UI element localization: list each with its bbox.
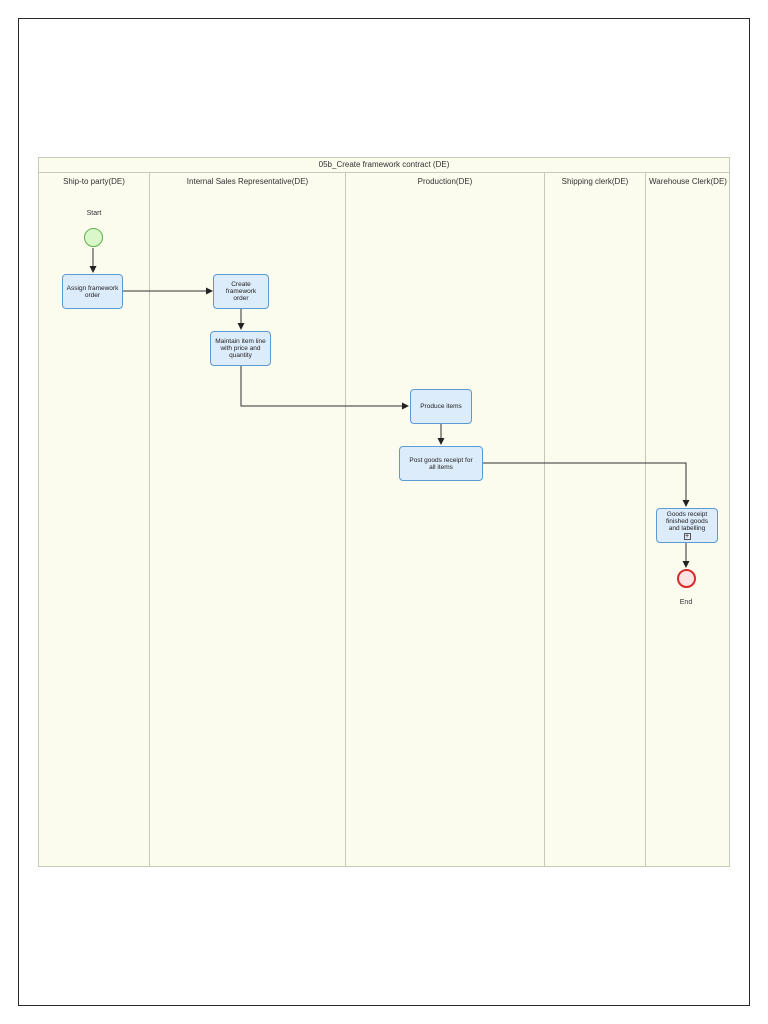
lane-header-internal-sales-representative: Internal Sales Representative(DE) <box>186 177 309 186</box>
lane-warehouse-clerk: Warehouse Clerk(DE) <box>646 173 730 867</box>
lane-shipping-clerk: Shipping clerk(DE) <box>545 173 646 867</box>
task-post-goods-receipt-label: Post goods receipt for all items <box>409 456 473 471</box>
lane-internal-sales-representative: Internal Sales Representative(DE) <box>150 173 346 867</box>
task-maintain-item-line-label: Maintain item line with price and quanti… <box>215 338 266 359</box>
lane-header-warehouse-clerk: Warehouse Clerk(DE) <box>649 177 727 186</box>
task-assign-framework-order[interactable]: Assign framework order <box>62 274 123 309</box>
task-assign-framework-order-label: Assign framework order <box>66 284 119 299</box>
lane-header-production: Production(DE) <box>417 177 473 186</box>
task-goods-receipt-finished-goods[interactable]: Goods receipt finished goods and labelli… <box>656 508 718 543</box>
task-produce-items[interactable]: Produce items <box>410 389 472 424</box>
lane-header-shipping-clerk: Shipping clerk(DE) <box>561 177 629 186</box>
lane-header-ship-to-party: Ship-to party(DE) <box>63 177 125 186</box>
task-maintain-item-line[interactable]: Maintain item line with price and quanti… <box>210 331 271 366</box>
subprocess-expand-icon[interactable]: + <box>683 533 691 540</box>
start-event[interactable] <box>84 228 103 247</box>
lane-production: Production(DE) <box>346 173 545 867</box>
end-event-label: End <box>679 599 693 606</box>
pool: 05b_Create framework contract (DE) Ship-… <box>38 157 730 867</box>
end-event[interactable] <box>677 569 696 588</box>
lane-ship-to-party: Ship-to party(DE) <box>39 173 150 867</box>
task-create-framework-order[interactable]: Create framework order <box>213 274 269 309</box>
pool-title: 05b_Create framework contract (DE) <box>39 158 729 173</box>
task-create-framework-order-label: Create framework order <box>225 281 257 302</box>
task-post-goods-receipt[interactable]: Post goods receipt for all items <box>399 446 483 481</box>
task-produce-items-label: Produce items <box>420 403 462 410</box>
task-goods-receipt-finished-goods-label: Goods receipt finished goods and labelli… <box>666 511 708 532</box>
start-event-label: Start <box>86 210 102 217</box>
